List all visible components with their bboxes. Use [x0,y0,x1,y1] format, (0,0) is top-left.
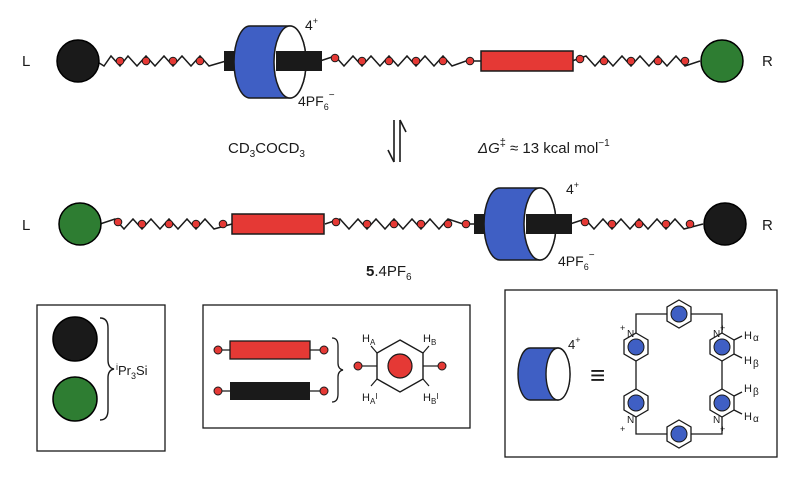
cbpqt-labels: N + N + N + N + Hα Hβ Hβ Hα [620,323,759,434]
legend-stoppers: iPr3Si [36,304,166,452]
legend-black-stopper [52,316,98,362]
label-hb: HB [423,333,436,347]
label-ha-prime: HAI [362,392,378,406]
top-chain-left [95,54,227,68]
bottom-black-station-right [540,214,572,234]
top-green-stopper [700,39,744,83]
bottom-beads [113,217,695,229]
bottom-black-station-hole [526,214,540,234]
barrier-label: ΔG‡ ≈ 13 kcal mol−1 [477,137,610,157]
legend-stoppers-brace [99,317,115,421]
label-h-beta-bottom: Hβ [744,383,759,398]
top-right-label: R [762,53,773,70]
equilibrium-arrows [387,119,407,163]
bottom-red-station [231,213,325,235]
top-beads [115,53,690,66]
top-counterion: 4PF6− [298,90,335,112]
bottom-green-stopper [58,202,102,246]
top-black-station-hole [276,51,290,71]
compound-label: 5.4PF6 [366,263,412,283]
top-charge: 4+ [305,16,318,33]
svg-text:N: N [713,329,720,340]
legend-black-station [230,382,310,400]
label-h-alpha-bottom: Hα [744,411,759,425]
cbpqt-blue-centers [627,305,731,443]
legend-ring-symbol [517,347,571,401]
legend-ring-charge: 4+ [568,335,581,352]
bottom-right-label: R [762,217,773,234]
legend-red-station [229,340,311,360]
bottom-chain-mid [324,217,476,231]
label-hb-prime: HBI [423,392,439,406]
legend-ring: 4+ ≡ [504,289,778,458]
benzene-red-center [387,353,413,379]
equilibrium: CD3COCD3 ΔG‡ ≈ 13 kcal mol−1 [228,119,610,163]
legend-stations: HA HB HAI HBI [202,304,471,429]
stopper-group-label: iPr3Si [116,362,148,381]
top-red-station [480,50,574,72]
svg-text:N: N [627,415,634,426]
svg-text:N: N [627,329,634,340]
bottom-charge: 4+ [566,180,579,197]
legend-green-stopper [52,376,98,422]
bottom-rotaxane: L R 4+ 4PF6− 5.4PF6 [22,180,773,283]
top-black-stopper [56,39,100,83]
label-ha: HA [362,333,376,347]
legend-stations-brace [331,337,344,403]
solvent-label: CD3COCD3 [228,140,305,160]
bottom-black-stopper [703,202,747,246]
svg-text:+: + [720,323,725,333]
bottom-left-label: L [22,217,30,234]
equivalence-sign: ≡ [590,360,605,390]
top-rotaxane: L R 4+ 4PF6− [22,16,773,112]
label-h-alpha-top: Hα [744,330,759,344]
top-chain-right [571,54,701,68]
svg-text:+: + [720,424,725,434]
top-black-station-right [290,51,322,71]
cbpqt-structure [623,299,743,449]
bottom-chain-left [99,217,233,231]
top-chain-mid [319,54,482,68]
svg-text:+: + [620,323,625,333]
label-h-beta-top: Hβ [744,355,759,370]
benzene-unit [353,339,447,393]
bottom-counterion: 4PF6− [558,250,595,272]
svg-text:N: N [713,415,720,426]
bottom-chain-right [569,217,704,231]
top-left-label: L [22,53,30,70]
svg-text:+: + [620,424,625,434]
